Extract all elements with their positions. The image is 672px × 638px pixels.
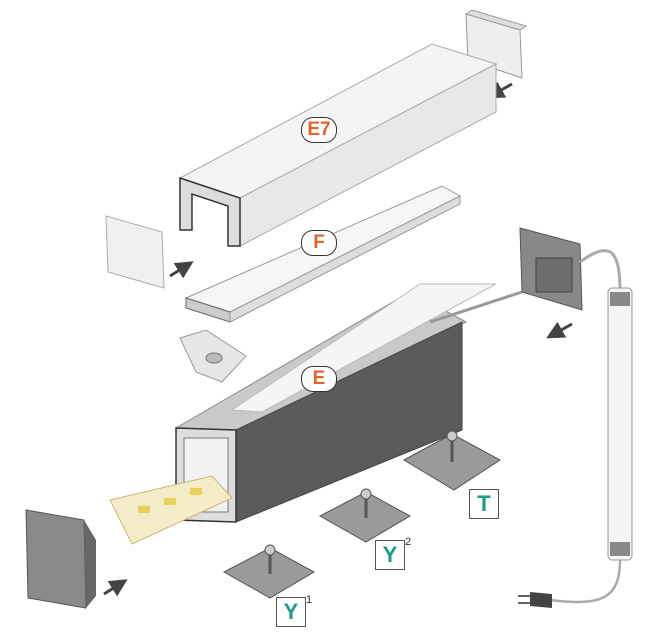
arrow-icon [103,579,128,597]
bracket-y1 [222,544,316,599]
label-bracket-y2: Y [375,540,405,570]
arrow-icon [486,81,513,99]
power-supply [607,287,633,561]
end-cap-left [105,215,165,289]
feed-end-cap [429,227,583,324]
arrow-icon [169,261,194,279]
cable [549,559,622,604]
label-bracket-t: T [469,489,499,519]
label-profile-e: E [301,366,337,392]
label-cover-e7: E7 [301,117,337,143]
label-bracket-y2-superscript: 2 [405,536,412,548]
mounting-clip [179,329,247,383]
bracket-t [402,430,501,491]
plug-icon [518,592,552,608]
arrow-icon [546,321,573,339]
led-strip [109,475,233,545]
end-cap-bottom [25,509,96,609]
label-diffuser-f: F [301,230,337,256]
label-bracket-y1-superscript: 1 [306,594,313,606]
label-bracket-y1: Y [276,597,306,627]
cable [579,249,622,291]
bracket-y2 [318,488,412,543]
cover-e7 [178,43,498,247]
